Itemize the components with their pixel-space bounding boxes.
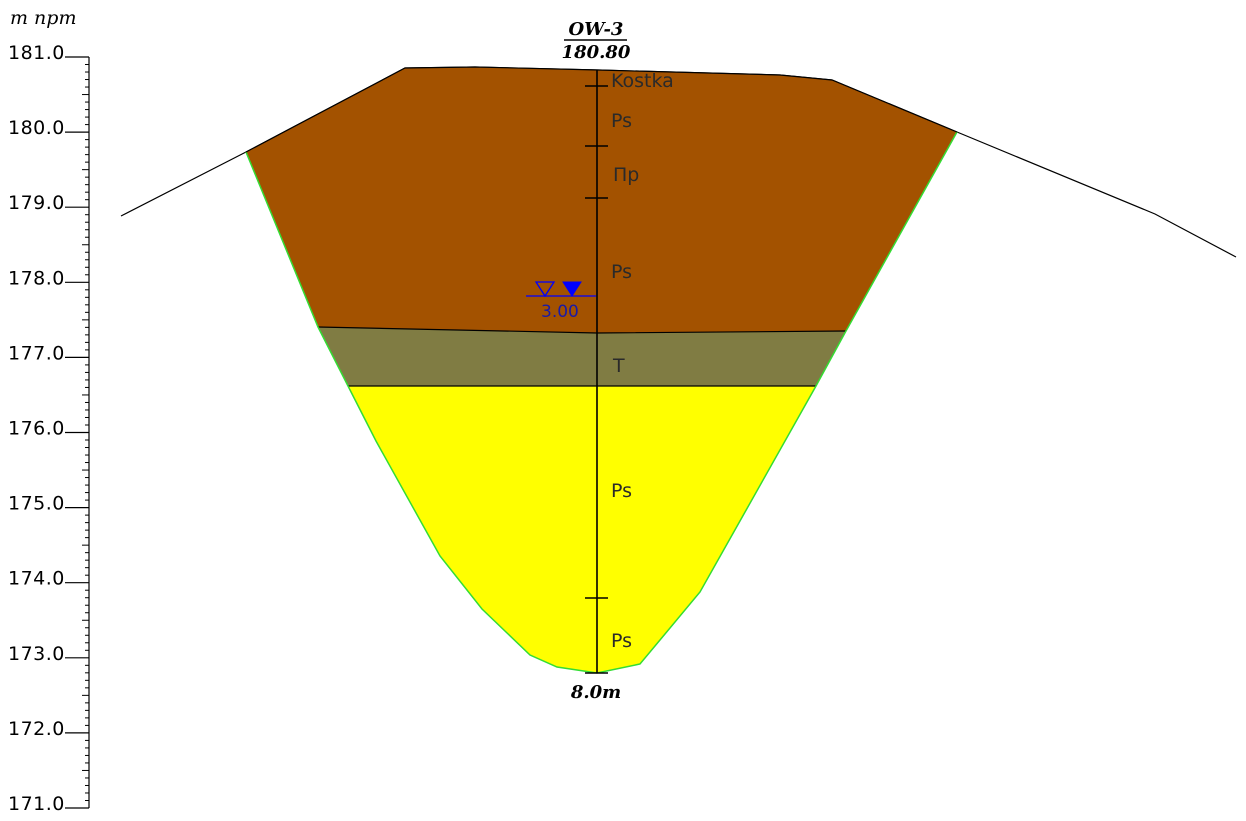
borehole-elevation: 180.80: [562, 42, 631, 63]
section-edge-left: [245, 151, 598, 674]
tick-label: 173.0: [8, 643, 65, 665]
major-ticks: 181.0 180.0 179.0 178.0 177.0 176.0 175.0 174.0…: [8, 42, 89, 815]
tick-label: 172.0: [8, 718, 65, 740]
tick-label: 171.0: [8, 793, 65, 815]
layer-olive: [318, 327, 846, 386]
top-surface-line: [245, 66, 958, 153]
elevation-axis: m npm 181.0 180.0 179.0 178.0 177.0 176.0 175.…: [8, 7, 90, 815]
layer-label-ps: Ps: [611, 480, 632, 502]
layer-label-t: T: [612, 355, 625, 377]
water-level-hollow-triangle-icon: [534, 281, 556, 298]
borehole-depth: 8.0m: [570, 682, 621, 703]
layer-label-ps: Ps: [611, 261, 632, 283]
tick-label: 180.0: [8, 117, 65, 139]
water-level-depth: 3.00: [541, 302, 579, 322]
layer-label-kostka: Kostka: [611, 70, 674, 92]
layer-yellow: [348, 386, 816, 673]
layer-label-pip: Πp: [613, 164, 639, 186]
layer-label-ps: Ps: [611, 110, 632, 132]
axis-unit-label: m npm: [10, 7, 76, 29]
tick-label: 177.0: [8, 342, 65, 364]
tick-label: 179.0: [8, 192, 65, 214]
minor-ticks: [82, 64, 89, 801]
water-table-marker: 3.00: [526, 281, 596, 322]
tick-label: 174.0: [8, 568, 65, 590]
tick-label: 175.0: [8, 493, 65, 515]
layer-brown: [246, 67, 957, 333]
borehole-ow-3: OW-3 180.80 8.0m: [562, 19, 631, 703]
layer-label-ps: Ps: [611, 630, 632, 652]
water-level-filled-triangle-icon: [562, 281, 582, 297]
borehole-name: OW-3: [569, 19, 624, 40]
tick-label: 181.0: [8, 42, 65, 64]
section-edge-right: [596, 131, 958, 674]
tick-label: 178.0: [8, 267, 65, 289]
tick-label: 176.0: [8, 418, 65, 440]
